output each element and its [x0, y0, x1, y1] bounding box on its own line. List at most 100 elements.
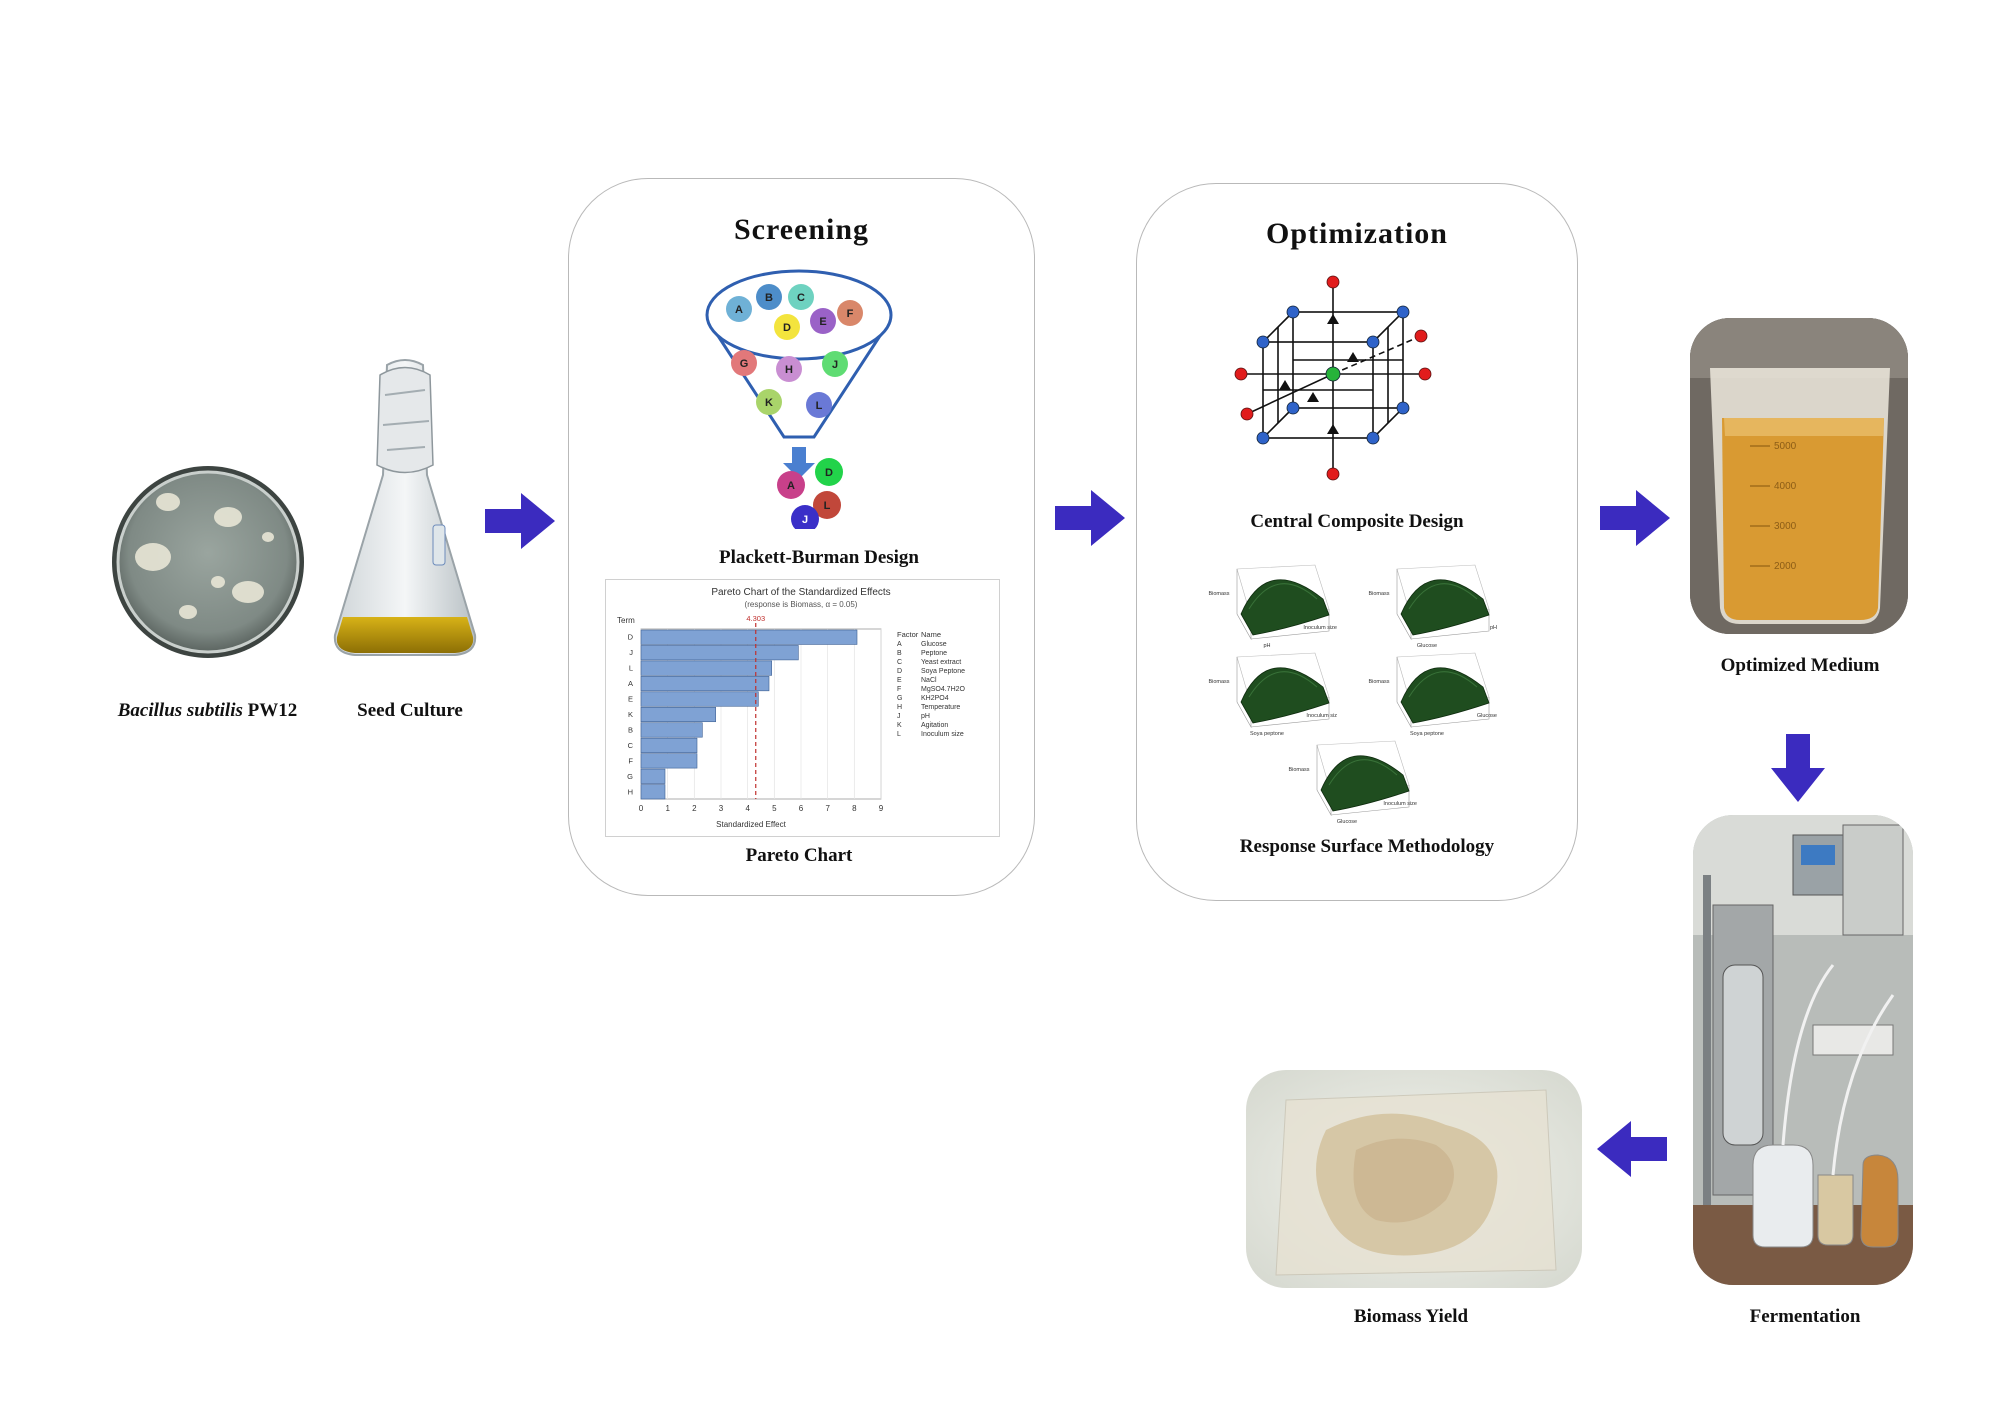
legend-name: Temperature — [921, 704, 960, 711]
pareto-bar — [640, 737, 698, 753]
pareto-chart: Pareto Chart of the Standardized Effects… — [605, 579, 1000, 837]
funnel-factor-balls: A B C D E F G H J K L — [726, 284, 863, 418]
ccd-label: Central Composite Design — [1250, 511, 1464, 532]
legend-factor: E — [897, 677, 902, 684]
optimization-title: Optimization — [1266, 217, 1448, 250]
arrow-right-icon — [485, 493, 555, 549]
beaker-mark-3: 3000 — [1774, 521, 1797, 532]
legend-header-factor: Factor — [897, 630, 919, 639]
legend-name: Peptone — [921, 650, 947, 657]
legend-factor: A — [897, 641, 902, 648]
bioreactor-image — [1693, 815, 1913, 1285]
rsm-z-label: Biomass — [1288, 767, 1309, 773]
fermentation-label: Fermentation — [1749, 1306, 1861, 1327]
out-ball-A: A — [787, 480, 795, 492]
rsm-z-label: Biomass — [1208, 679, 1229, 685]
beaker-mark-2: 4000 — [1774, 481, 1797, 492]
organism-strain: PW12 — [247, 700, 298, 721]
arrow-down-icon — [1771, 734, 1825, 802]
legend-factor: J — [897, 713, 901, 720]
pareto-xtick: 0 — [639, 804, 644, 813]
legend-name: NaCl — [921, 677, 937, 684]
pareto-bar — [640, 722, 703, 738]
rsm-y-label: Inoculum size — [1303, 625, 1337, 631]
seed-culture-label: Seed Culture — [357, 700, 463, 721]
pareto-xtick: 2 — [692, 804, 697, 813]
ball-G: G — [740, 358, 749, 370]
legend-name: KH2PO4 — [921, 695, 949, 702]
central-composite-design-diagram — [1234, 275, 1432, 481]
pareto-category-label: C — [628, 741, 634, 750]
pareto-bar — [640, 691, 759, 707]
pareto-category-label: B — [628, 725, 633, 734]
arrow-right-icon — [1055, 490, 1125, 546]
arrow-left-icon — [1597, 1121, 1667, 1177]
plackett-burman-funnel-diagram: A B C D E F G H J K L D A L J — [705, 269, 893, 529]
pareto-category-label: D — [628, 633, 634, 642]
screening-title: Screening — [733, 213, 870, 246]
pareto-title: Pareto Chart of the Standardized Effects — [711, 587, 890, 598]
pareto-xlabel: Standardized Effect — [716, 820, 786, 829]
petri-dish-image — [112, 466, 304, 658]
pareto-subtitle: (response is Biomass, α = 0.05) — [745, 600, 858, 609]
pareto-bar — [640, 768, 666, 784]
pareto-bar — [640, 645, 799, 661]
legend-name: Glucose — [921, 641, 947, 648]
pareto-chart-label: Pareto Chart — [745, 845, 853, 866]
rsm-x-label: Glucose — [1337, 819, 1357, 825]
optimized-medium-label: Optimized Medium — [1720, 655, 1880, 676]
pareto-ylabel: Term — [617, 616, 635, 625]
ball-L: L — [816, 400, 823, 412]
legend-header-name: Name — [921, 630, 941, 639]
pareto-xtick: 5 — [772, 804, 777, 813]
legend-factor: B — [897, 650, 902, 657]
pareto-category-label: K — [628, 710, 633, 719]
legend-factor: C — [897, 659, 902, 666]
pareto-bar — [640, 676, 770, 692]
pareto-category-label: E — [628, 695, 633, 704]
beaker-mark-4: 2000 — [1774, 561, 1797, 572]
pareto-bar — [640, 629, 858, 645]
pareto-xtick: 9 — [879, 804, 884, 813]
pareto-xtick: 6 — [799, 804, 804, 813]
pareto-xtick: 4 — [745, 804, 750, 813]
pareto-bar — [640, 706, 716, 723]
legend-factor: D — [897, 668, 902, 675]
out-ball-J: J — [802, 514, 808, 526]
fermentation-photo — [1693, 815, 1913, 1285]
optimized-medium-photo: 5000 4000 3000 2000 — [1690, 318, 1908, 634]
pareto-category-label: A — [628, 679, 633, 688]
pareto-xtick: 3 — [719, 804, 724, 813]
optimization-panel: Optimization — [1136, 183, 1578, 901]
legend-name: Yeast extract — [921, 659, 961, 666]
plackett-burman-label: Plackett-Burman Design — [718, 547, 919, 568]
pareto-category-label: J — [629, 648, 633, 657]
legend-factor: H — [897, 704, 902, 711]
pareto-xtick: 7 — [825, 804, 830, 813]
ball-H: H — [785, 364, 793, 376]
rsm-x-label: Soya peptone — [1410, 731, 1444, 737]
legend-name: Inoculum size — [921, 731, 964, 738]
pareto-reference-label: 4.303 — [746, 614, 765, 623]
organism-italic: Bacillus subtilis — [117, 700, 243, 721]
pareto-category-label: G — [627, 772, 633, 781]
legend-name: Agitation — [921, 722, 948, 729]
ball-A: A — [735, 304, 743, 316]
seed-culture-flask-image — [333, 359, 477, 656]
pareto-category-label: F — [628, 756, 633, 765]
legend-factor: G — [897, 695, 902, 702]
rsm-z-label: Biomass — [1368, 679, 1389, 685]
legend-factor: F — [897, 686, 901, 693]
legend-name: Soya Peptone — [921, 668, 965, 675]
ball-K: K — [765, 397, 773, 409]
legend-factor: L — [897, 731, 901, 738]
out-ball-D: D — [825, 467, 833, 479]
biomass-yield-label: Biomass Yield — [1353, 1306, 1469, 1327]
rsm-z-label: Biomass — [1208, 591, 1229, 597]
